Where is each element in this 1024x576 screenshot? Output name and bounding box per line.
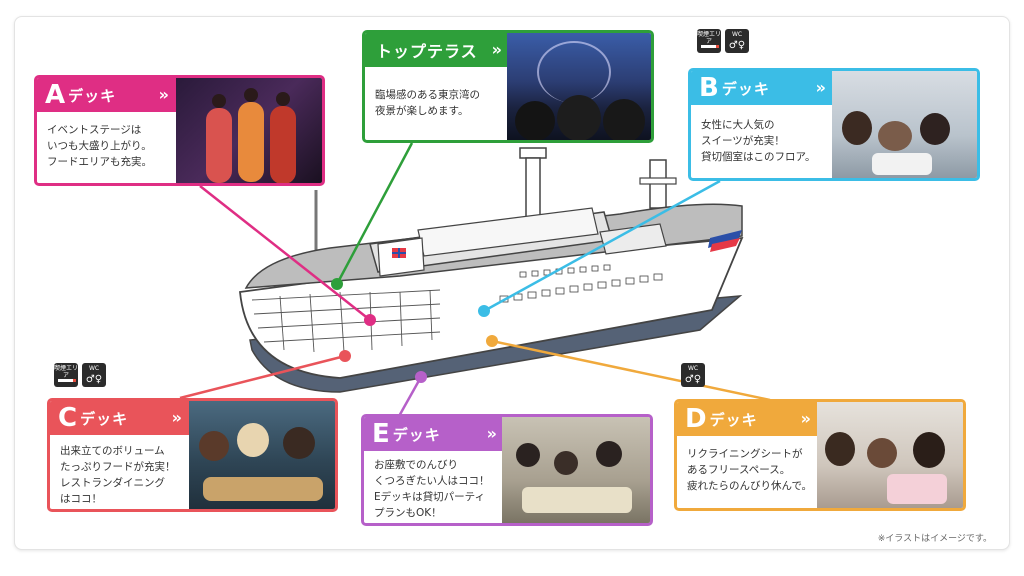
deck-photo-d <box>817 402 963 508</box>
deck-title: トップテラス <box>376 42 478 61</box>
deck-card-header: C デッキ » <box>50 401 192 435</box>
facility-icons-d: WC♂♀ <box>681 363 705 387</box>
deck-photo-e <box>502 417 650 523</box>
deck-letter: C <box>58 403 78 433</box>
restroom-icon: WC♂♀ <box>725 29 749 53</box>
deck-card-header: B デッキ » <box>691 71 836 105</box>
deck-card-a[interactable]: A デッキ » イベントステージはいつも大盛り上がり。フードエリアも充実。 <box>34 75 325 186</box>
deck-card-top-terrace[interactable]: トップテラス » 臨場感のある東京湾の夜景が楽しめます。 <box>362 30 654 143</box>
facility-icons-b: 喫煙エリア WC♂♀ <box>697 29 749 53</box>
marker-d <box>486 335 498 347</box>
deck-title: デッキ <box>709 410 758 429</box>
mast-top <box>519 147 547 159</box>
deck-title: デッキ <box>721 79 770 98</box>
marker-e <box>415 371 427 383</box>
deck-description: お座敷でのんびりくつろぎたい人はココ！Eデッキは貸切パーティプランもOK！ <box>374 459 490 519</box>
deck-title: デッキ <box>80 409 129 428</box>
connector-b <box>483 179 721 313</box>
deck-title: デッキ <box>392 425 441 444</box>
deck-card-c[interactable]: C デッキ » 出来立てのボリュームたっぷりフードが充実！レストランダイニングは… <box>47 398 338 512</box>
deck-card-d[interactable]: D デッキ » リクライニングシートがあるフリースペース。疲れたらのんびり休んで… <box>674 399 966 511</box>
marker-top <box>331 278 343 290</box>
deck-photo-a <box>176 78 322 183</box>
chevron-right-icon: » <box>800 409 811 428</box>
illustration-note: ※イラストはイメージです。 <box>877 534 992 544</box>
glass-decks <box>251 289 441 353</box>
deck-letter: E <box>372 419 390 449</box>
deck-card-header: A デッキ » <box>37 78 179 112</box>
restroom-icon: WC♂♀ <box>82 363 106 387</box>
deck-card-header: D デッキ » <box>677 402 821 436</box>
deck-photo-c <box>189 401 335 509</box>
deck-card-header: トップテラス » <box>365 33 512 67</box>
deck-description: イベントステージはいつも大盛り上がり。フードエリアも充実。 <box>47 124 152 168</box>
marker-b <box>478 305 490 317</box>
chevron-right-icon: » <box>491 40 502 59</box>
chevron-right-icon: » <box>815 78 826 97</box>
deck-description: 女性に大人気のスイーツが充実！貸切個室はこのフロア。 <box>701 119 816 163</box>
connector-a <box>199 185 371 321</box>
deck-card-e[interactable]: E デッキ » お座敷でのんびりくつろぎたい人はココ！Eデッキは貸切パーティプラ… <box>361 414 653 526</box>
deck-description: 臨場感のある東京湾の夜景が楽しめます。 <box>375 89 480 117</box>
deck-letter: A <box>45 80 66 110</box>
chevron-right-icon: » <box>158 85 169 104</box>
chevron-right-icon: » <box>171 408 182 427</box>
connector-c <box>179 354 346 400</box>
deck-card-b[interactable]: B デッキ » 女性に大人気のスイーツが充実！貸切個室はこのフロア。 <box>688 68 980 181</box>
marker-a <box>364 314 376 326</box>
facility-icons-c: 喫煙エリア WC♂♀ <box>54 363 106 387</box>
deck-description: リクライニングシートがあるフリースペース。疲れたらのんびり休んで。 <box>687 448 813 492</box>
connector-e <box>396 376 423 419</box>
marker-c <box>339 350 351 362</box>
connector-d <box>491 339 771 402</box>
restroom-icon: WC♂♀ <box>681 363 705 387</box>
deck-title: デッキ <box>68 86 117 105</box>
smoking-area-icon: 喫煙エリア <box>697 29 721 53</box>
connector-top <box>335 142 414 285</box>
smoking-area-icon: 喫煙エリア <box>54 363 78 387</box>
deck-photo-top-terrace <box>507 33 651 140</box>
deck-description: 出来立てのボリュームたっぷりフードが充実！レストランダイニングはココ！ <box>60 445 176 505</box>
deck-card-header: E デッキ » <box>364 417 507 451</box>
deck-letter: D <box>685 404 707 434</box>
chevron-right-icon: » <box>486 424 497 443</box>
main-mast <box>525 157 541 221</box>
deck-photo-b <box>832 71 977 178</box>
deck-letter: B <box>699 73 719 103</box>
